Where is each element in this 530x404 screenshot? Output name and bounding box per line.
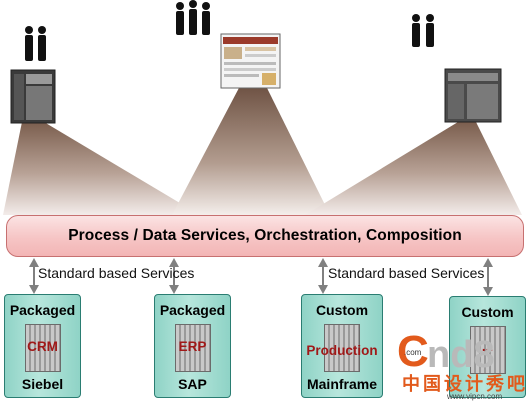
standard-services-label-left: Standard based Services	[38, 265, 195, 281]
middle-user-cone	[172, 86, 330, 215]
system-name: ...	[481, 339, 494, 354]
system-vendor: SAP	[178, 376, 207, 392]
system-box-custom: Custom ...	[449, 296, 526, 398]
system-type: Custom	[315, 302, 369, 318]
watermark-url: www.vipcn.com	[447, 392, 503, 401]
system-box-crm: Packaged CRM Siebel	[4, 294, 81, 398]
arrow-right-1	[318, 258, 328, 294]
server-icon	[324, 324, 360, 372]
system-box-production: Custom Production Mainframe	[301, 294, 383, 398]
standard-services-label-right: Standard based Services	[328, 265, 485, 281]
system-type: Packaged	[159, 302, 226, 318]
system-name: ERP	[178, 339, 207, 354]
server-icon	[470, 326, 506, 374]
arrow-left-2	[169, 258, 179, 294]
system-box-erp: Packaged ERP SAP	[154, 294, 231, 398]
watermark-chinese: 中国设计秀吧	[402, 374, 528, 394]
arrow-left-1	[29, 258, 39, 294]
system-name: Production	[306, 343, 378, 358]
users-icon-right	[412, 14, 434, 47]
right-user-cone	[305, 122, 522, 215]
screen-icon-right	[444, 68, 502, 123]
screen-icon-middle	[220, 33, 281, 89]
server-icon	[175, 324, 211, 372]
watermark-dot-com: .com	[404, 348, 422, 357]
system-type: Packaged	[9, 302, 76, 318]
watermark-logo-c: C	[397, 327, 429, 376]
users-icon-middle	[176, 0, 210, 35]
services-bus: Process / Data Services, Orchestration, …	[6, 215, 524, 257]
users-icon-left	[25, 26, 46, 61]
system-vendor: Mainframe	[306, 376, 378, 392]
server-icon	[25, 324, 61, 372]
arrow-right-2	[483, 258, 493, 296]
system-name: CRM	[27, 339, 58, 354]
system-type: Custom	[461, 304, 514, 320]
left-user-cone	[3, 122, 200, 215]
screen-icon-left	[10, 69, 56, 124]
watermark-logo-text: nd8	[427, 334, 495, 376]
services-bus-label: Process / Data Services, Orchestration, …	[68, 227, 462, 244]
system-vendor: Siebel	[21, 376, 64, 392]
